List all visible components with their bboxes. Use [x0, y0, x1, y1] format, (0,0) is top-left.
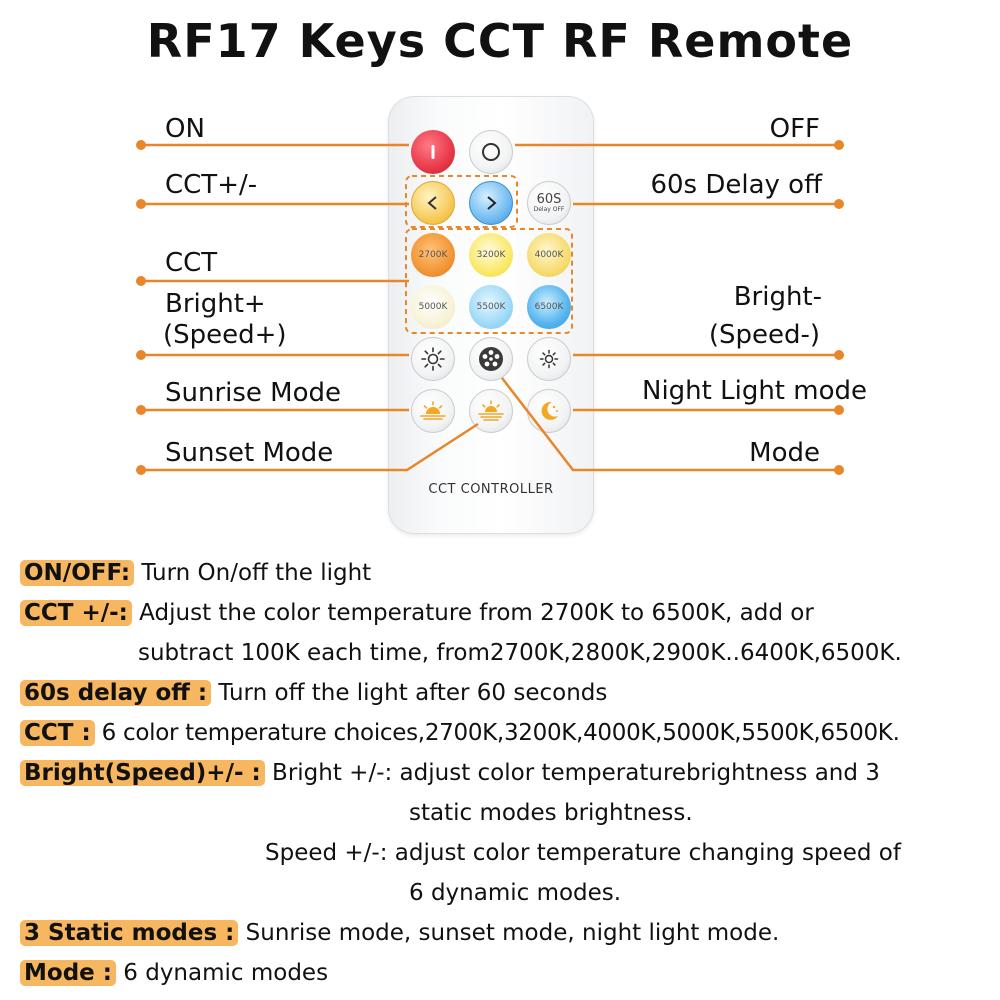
cct-5000k-button[interactable]: 5000K	[411, 285, 455, 329]
label-cct-pm: CCT+/-	[165, 170, 258, 200]
cct-2700k-button[interactable]: 2700K	[411, 233, 455, 277]
bright-minus-button[interactable]	[527, 337, 571, 381]
desc-cct: CCT : 6 color temperature choices,2700K,…	[20, 719, 900, 747]
desc-cctpm-text: Adjust the color temperature from 2700K …	[131, 600, 814, 626]
desc-mode-key: Mode :	[20, 960, 116, 986]
dot-sunset	[136, 465, 146, 475]
desc-bright-line2: static modes brightness.	[409, 800, 693, 826]
sunrise-button[interactable]	[411, 389, 455, 433]
on-button[interactable]	[411, 130, 455, 174]
line-sunset	[141, 422, 479, 472]
desc-bright-text: Bright +/-: adjust color temperaturebrig…	[264, 760, 880, 786]
chevron-left-icon	[427, 196, 437, 210]
cct-4000k-button[interactable]: 4000K	[527, 233, 571, 277]
desc-cctpm-line2: subtract 100K each time, from2700K,2800K…	[138, 640, 902, 666]
desc-cct-text: 6 color temperature choices,2700K,3200K,…	[94, 720, 900, 746]
desc-cctpm: CCT +/-: Adjust the color temperature fr…	[20, 599, 814, 627]
label-sunset: Sunset Mode	[165, 438, 334, 468]
mode-dots-icon	[479, 347, 503, 371]
power-on-icon	[431, 145, 435, 159]
desc-delay: 60s delay off : Turn off the light after…	[20, 679, 607, 707]
desc-onoff-text: Turn On/off the light	[134, 560, 372, 586]
label-sunrise: Sunrise Mode	[165, 378, 342, 408]
label-off: OFF	[769, 114, 820, 144]
cct-minus-button[interactable]	[411, 181, 455, 225]
cct-4000k-label: 4000K	[534, 250, 564, 260]
dot-bright-plus	[136, 350, 146, 360]
dot-bright-minus	[834, 350, 844, 360]
desc-bright-line4: 6 dynamic modes.	[409, 880, 622, 906]
desc-bright-line3: Speed +/-: adjust color temperature chan…	[265, 840, 901, 866]
label-on: ON	[165, 114, 205, 144]
sunrise-icon	[420, 401, 446, 420]
mode-button[interactable]	[469, 337, 513, 381]
cct-5500k-button[interactable]: 5500K	[469, 285, 513, 329]
power-off-icon	[482, 143, 500, 161]
dot-cct-pm	[136, 199, 146, 209]
label-bright-plus-2: (Speed+)	[163, 320, 287, 350]
desc-static-text: Sunrise mode, sunset mode, night light m…	[238, 920, 780, 946]
sun-small-icon	[539, 349, 559, 369]
label-delay: 60s Delay off	[650, 170, 822, 200]
dot-delay	[834, 199, 844, 209]
line-mode	[501, 377, 839, 472]
delay-button-big: 60S	[536, 191, 562, 207]
label-night: Night Light mode	[642, 376, 867, 406]
desc-bright-key: Bright(Speed)+/- :	[20, 760, 265, 786]
cct-2700k-label: 2700K	[418, 250, 448, 260]
dot-on	[136, 140, 146, 150]
label-bright-minus-2: (Speed-)	[708, 320, 820, 350]
cct-3200k-button[interactable]: 3200K	[469, 233, 513, 277]
label-cct: CCT	[165, 248, 218, 278]
off-button[interactable]	[469, 130, 513, 174]
bright-plus-button[interactable]	[411, 337, 455, 381]
dot-sunrise	[136, 405, 146, 415]
sun-large-icon	[421, 347, 445, 371]
label-mode: Mode	[749, 438, 820, 468]
desc-cct-key: CCT :	[20, 720, 95, 746]
desc-mode-text: 6 dynamic modes	[115, 960, 329, 986]
cct-keys-group-outline	[405, 228, 573, 334]
desc-onoff-key: ON/OFF:	[20, 560, 135, 586]
cct-3200k-label: 3200K	[476, 250, 506, 260]
night-light-button[interactable]	[527, 389, 571, 433]
dot-off	[834, 140, 844, 150]
desc-cctpm-key: CCT +/-:	[20, 600, 132, 626]
dot-mode	[834, 465, 844, 475]
chevron-right-icon	[487, 196, 497, 210]
controller-text: CCT CONTROLLER	[428, 482, 554, 497]
desc-delay-text: Turn off the light after 60 seconds	[211, 680, 608, 706]
cct-5000k-label: 5000K	[418, 302, 448, 312]
cct-6500k-button[interactable]: 6500K	[527, 285, 571, 329]
label-bright-minus-1: Bright-	[733, 282, 822, 312]
desc-mode: Mode : 6 dynamic modes	[20, 959, 328, 987]
cct-plus-button[interactable]	[469, 181, 513, 225]
desc-onoff: ON/OFF: Turn On/off the light	[20, 559, 371, 587]
dot-cct	[136, 276, 146, 286]
sunset-icon	[478, 400, 504, 421]
desc-static-key: 3 Static modes :	[20, 920, 239, 946]
desc-static: 3 Static modes : Sunrise mode, sunset mo…	[20, 919, 779, 947]
cct-6500k-label: 6500K	[534, 302, 564, 312]
desc-delay-key: 60s delay off :	[20, 680, 212, 706]
cct-5500k-label: 5500K	[476, 302, 506, 312]
label-bright-plus-1: Bright+	[165, 289, 266, 319]
page-title: RF17 Keys CCT RF Remote	[146, 14, 854, 68]
delay-button-small: Delay OFF	[533, 205, 565, 213]
moon-icon	[541, 401, 558, 420]
desc-bright: Bright(Speed)+/- : Bright +/-: adjust co…	[20, 759, 880, 787]
dot-night	[834, 405, 844, 415]
delay-off-button[interactable]: 60S Delay OFF	[527, 181, 571, 225]
cct-pm-group-outline	[405, 175, 518, 228]
